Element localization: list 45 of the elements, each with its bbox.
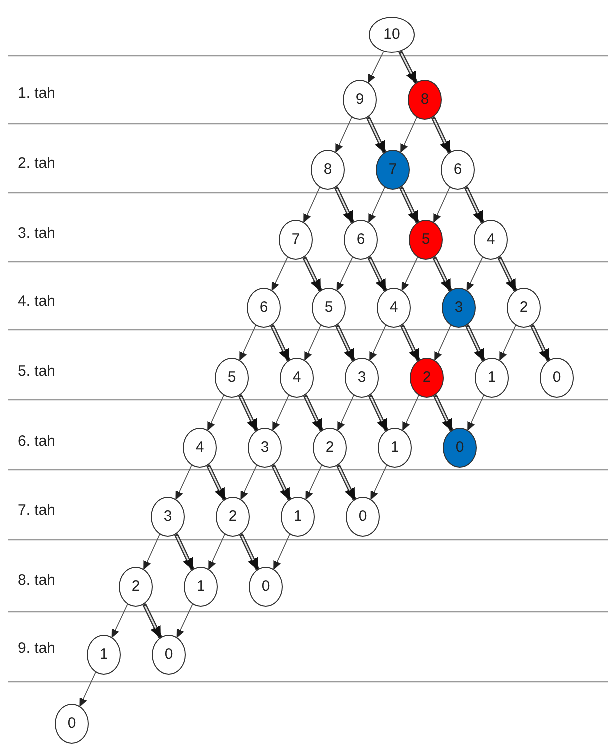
row-label: 3. tah <box>18 226 56 241</box>
number-circle: 1 <box>475 358 509 398</box>
number-circle: 4 <box>183 428 217 468</box>
row-label: 8. tah <box>18 573 56 588</box>
number-circle: 2 <box>507 288 541 328</box>
number-circle: 5 <box>312 288 346 328</box>
filled-circle: 7 <box>376 150 410 190</box>
filled-circle: 8 <box>408 80 442 120</box>
row-label: 7. tah <box>18 503 56 518</box>
number-circle: 6 <box>441 150 475 190</box>
number-circle: 10 <box>369 17 415 53</box>
number-circle: 2 <box>216 497 250 537</box>
number-circle: 0 <box>540 358 574 398</box>
number-circle: 2 <box>119 567 153 607</box>
row-label: 6. tah <box>18 434 56 449</box>
number-circle: 8 <box>311 150 345 190</box>
number-circle: 4 <box>474 220 508 260</box>
row-label: 4. tah <box>18 294 56 309</box>
number-circle: 3 <box>345 358 379 398</box>
number-circle: 1 <box>281 497 315 537</box>
filled-circle: 5 <box>409 220 443 260</box>
number-circle: 9 <box>343 80 377 120</box>
number-circle: 6 <box>344 220 378 260</box>
number-circle: 0 <box>249 567 283 607</box>
number-circle: 0 <box>346 497 380 537</box>
row-label: 1. tah <box>18 86 56 101</box>
number-circle: 0 <box>152 635 186 675</box>
row-label: 9. tah <box>18 641 56 656</box>
number-circle: 4 <box>280 358 314 398</box>
number-circle: 7 <box>279 220 313 260</box>
filled-circle: 3 <box>442 288 476 328</box>
number-circle: 5 <box>215 358 249 398</box>
number-circle: 0 <box>55 704 89 744</box>
number-circle: 3 <box>151 497 185 537</box>
number-circle: 4 <box>377 288 411 328</box>
number-circle: 1 <box>378 428 412 468</box>
filled-circle: 0 <box>443 428 477 468</box>
row-label: 5. tah <box>18 364 56 379</box>
number-circle: 1 <box>184 567 218 607</box>
filled-circle: 2 <box>410 358 444 398</box>
row-label: 2. tah <box>18 156 56 171</box>
number-circle: 2 <box>313 428 347 468</box>
number-circle: 3 <box>248 428 282 468</box>
number-circle: 6 <box>247 288 281 328</box>
number-circle: 1 <box>87 635 121 675</box>
